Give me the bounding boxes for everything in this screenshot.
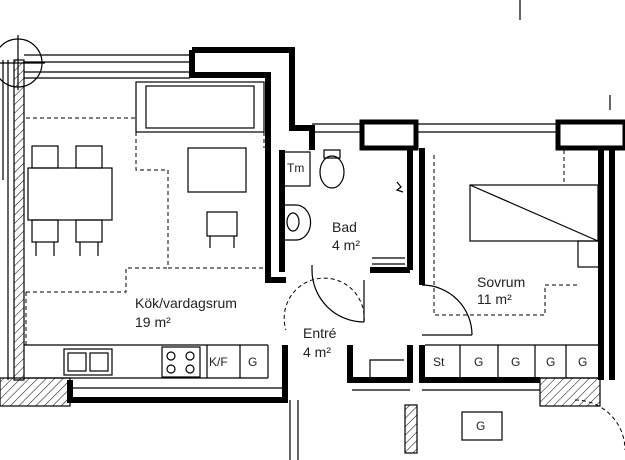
bath-fixtures — [283, 149, 404, 241]
sofa — [135, 81, 265, 248]
fridge-freezer-label: K/F — [209, 355, 228, 369]
bath-name: Bad — [332, 219, 357, 235]
wardrobes — [425, 344, 600, 441]
bed — [433, 150, 601, 316]
wardrobe-label-hall: G — [476, 419, 485, 433]
storage-label: St — [433, 355, 445, 369]
rug-outline — [25, 117, 268, 345]
wardrobe-label-4: G — [578, 355, 587, 369]
dining-table — [27, 145, 113, 256]
kitchen-living-name: Kök/vardagsrum — [135, 295, 237, 311]
entry-name: Entré — [303, 325, 337, 341]
bedroom-name: Sovrum — [477, 274, 525, 290]
kitchen-living-area: 19 m² — [135, 314, 171, 330]
wardrobe-label-1: G — [474, 355, 483, 369]
wardrobe-label-kitchen: G — [248, 355, 257, 369]
bedroom-area: 11 m² — [477, 291, 512, 307]
wardrobe-label-3: G — [546, 355, 555, 369]
entry-area: 4 m² — [303, 344, 331, 360]
towel-dryer-label: Tm — [287, 161, 304, 175]
kitchen-counter — [24, 344, 269, 379]
doors — [283, 265, 625, 460]
bath-area: 4 m² — [332, 237, 360, 253]
column-marker — [0, 35, 45, 90]
walls — [2, 47, 625, 403]
wardrobe-label-2: G — [511, 355, 520, 369]
exterior-walls-hatched — [0, 59, 601, 454]
